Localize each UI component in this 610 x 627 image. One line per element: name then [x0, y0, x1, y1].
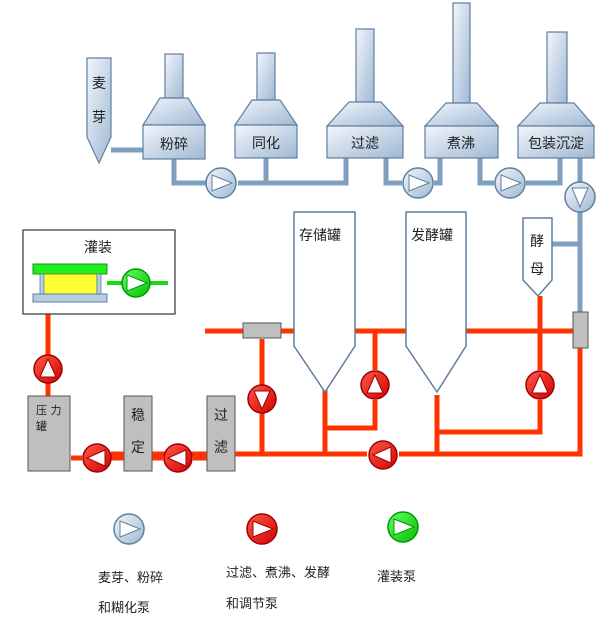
- legend-item-red: 过滤、煮沸、发酵 和调节泵: [226, 513, 330, 612]
- filling-station: 灌装: [22, 229, 176, 315]
- ferment-tank: 发酵罐: [405, 211, 467, 394]
- mashing-label: 同化: [252, 136, 280, 152]
- green-pump-icon: [387, 511, 419, 543]
- vessel-mashing: 同化: [233, 52, 299, 159]
- red-pump-storage-up: [360, 370, 390, 400]
- red-pump-pressure-up: [33, 354, 63, 384]
- yeast-tank: 酵 母: [522, 217, 553, 298]
- legend-blue-line-2: 和糊化泵: [98, 600, 150, 616]
- yeast-label-2: 母: [530, 262, 544, 278]
- boiling-label: 煮沸: [447, 136, 475, 152]
- filter2-label-1: 过: [214, 408, 228, 424]
- grinding-label: 粉碎: [160, 137, 188, 153]
- storage-tank: 存储罐: [293, 211, 356, 394]
- valve-vertical: [572, 311, 589, 349]
- malt-hopper: 麦 芽: [86, 57, 112, 165]
- stabilize-unit: 稳 定: [123, 395, 153, 472]
- storage-tank-label: 存储罐: [299, 228, 341, 244]
- blue-pump-1: [205, 167, 237, 199]
- red-pump-ferment-up: [525, 370, 555, 400]
- pressure-tank-label-1: 压 力: [36, 404, 62, 417]
- legend-red-line-1: 过滤、煮沸、发酵: [226, 565, 330, 581]
- legend: 麦芽、粉碎 和糊化泵 过滤、煮沸、发酵 和调节泵 灌装泵: [98, 511, 419, 616]
- red-pump-left-3: [368, 440, 398, 470]
- filling-label: 灌装: [84, 240, 112, 256]
- stabilize-label-1: 稳: [131, 408, 145, 424]
- vessel-settling: 包装沉淀: [516, 31, 596, 159]
- vessel-boiling: 煮沸: [423, 2, 500, 159]
- red-pump-left-2: [163, 443, 193, 473]
- legend-item-blue: 麦芽、粉碎 和糊化泵: [98, 513, 163, 616]
- cellar-pipes: [45, 296, 583, 461]
- blue-pump-icon: [113, 513, 145, 545]
- blue-pump-4: [564, 181, 596, 213]
- pressure-tank-label-2: 罐: [36, 420, 47, 433]
- blue-pump-3: [494, 167, 526, 199]
- yeast-label-1: 酵: [530, 234, 544, 250]
- red-pump-left-1: [82, 443, 112, 473]
- legend-red-line-2: 和调节泵: [226, 597, 278, 612]
- blue-pump-2: [402, 167, 434, 199]
- stabilize-label-2: 定: [131, 440, 145, 456]
- green-pump: [121, 268, 151, 298]
- pressure-tank: 压 力 罐: [27, 395, 71, 472]
- legend-item-green: 灌装泵: [377, 511, 419, 585]
- vessel-filter: 过滤: [325, 28, 405, 159]
- brewhouse-pipes: [111, 147, 583, 312]
- settling-label: 包装沉淀: [528, 136, 584, 152]
- legend-green-line-1: 灌装泵: [377, 570, 416, 585]
- red-pump-filter-down: [247, 384, 277, 414]
- filter2-label-2: 滤: [214, 440, 228, 456]
- malt-label-1: 麦: [92, 76, 106, 92]
- ferment-tank-label: 发酵罐: [411, 228, 453, 244]
- filter-label: 过滤: [351, 136, 379, 152]
- legend-blue-line-1: 麦芽、粉碎: [98, 571, 163, 586]
- valve-horizontal: [242, 322, 282, 339]
- malt-label-2: 芽: [92, 110, 106, 126]
- filter2-unit: 过 滤: [206, 395, 236, 472]
- red-pump-icon: [246, 513, 278, 545]
- vessel-grinding: 粉碎: [141, 53, 207, 160]
